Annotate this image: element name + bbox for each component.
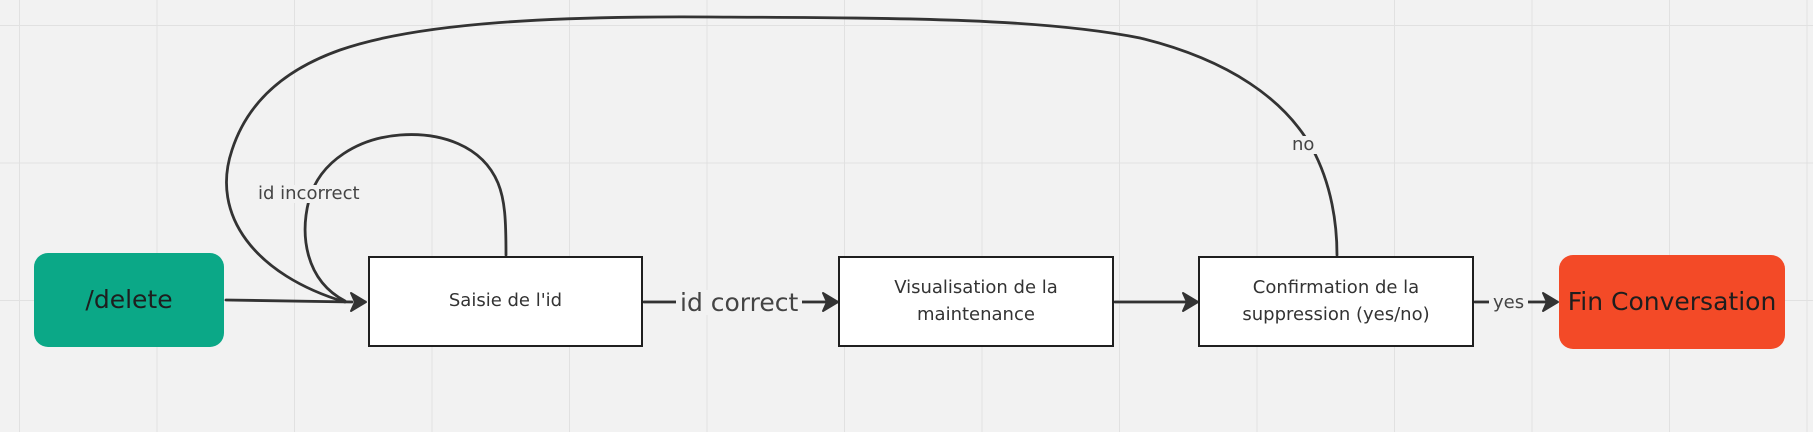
edge-saisie-self-loop: [303, 133, 508, 303]
arrowhead-confirmation-in: [1182, 292, 1199, 312]
arrowhead-saisie-in: [350, 292, 367, 312]
edge-label-id-correct: id correct: [676, 290, 803, 315]
edge-label-id-incorrect: id incorrect: [254, 185, 364, 203]
arrowhead-fin-in: [1542, 292, 1559, 312]
arrowhead-visualisation-in: [822, 292, 839, 312]
node-saisie-id[interactable]: Saisie de l'id: [368, 256, 643, 347]
node-fin-conversation[interactable]: Fin Conversation: [1559, 255, 1785, 349]
edge-label-no: no: [1288, 136, 1319, 154]
node-delete[interactable]: /delete: [34, 253, 224, 347]
edge-confirmation-no-loop: [225, 15, 1339, 304]
node-confirmation-suppression[interactable]: Confirmation de la suppression (yes/no): [1198, 256, 1474, 347]
edge-label-yes: yes: [1489, 294, 1529, 312]
node-visualisation-maintenance[interactable]: Visualisation de la maintenance: [838, 256, 1114, 347]
edge-delete-to-saisie: [224, 298, 354, 304]
